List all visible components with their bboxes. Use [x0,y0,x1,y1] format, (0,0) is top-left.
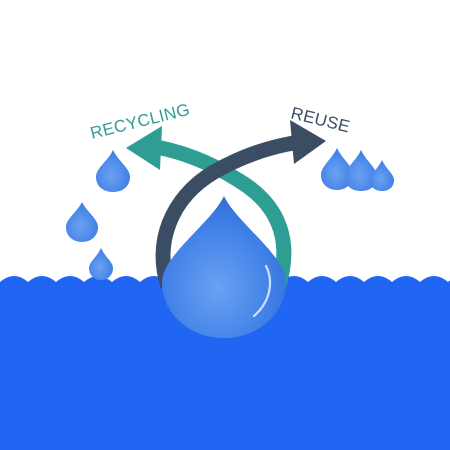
water-drop-icon [345,150,377,191]
recycling-arrow-icon [126,126,292,291]
recycling-drops [66,150,130,280]
reuse-arrow-icon [155,120,326,289]
recycling-label: RECYCLING [88,100,191,143]
wave-icon [0,276,450,450]
drop-highlight [252,264,272,318]
water-drop-icon [89,248,113,280]
water-drop-icon [66,202,98,242]
water-drop-icon [321,148,353,190]
water-drop-icon [370,160,394,191]
water-body [0,276,450,450]
water-drop-icon [162,196,286,338]
water-drop-icon [96,150,130,192]
central-drop [162,196,286,338]
reuse-drops [321,148,394,191]
